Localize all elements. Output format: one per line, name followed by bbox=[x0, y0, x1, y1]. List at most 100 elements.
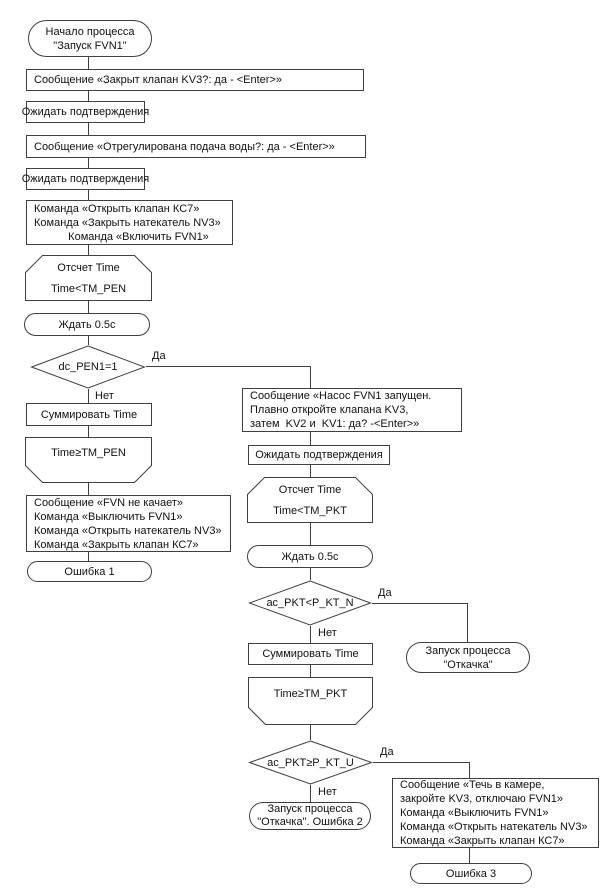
connector-line bbox=[88, 91, 89, 101]
connector-line bbox=[88, 552, 89, 561]
diamond-shape bbox=[248, 580, 372, 626]
node-text: Ожидать подтверждения bbox=[21, 106, 150, 118]
message-kv3-closed-box: Сообщение «Закрыт клапан KV3?: да - <Ent… bbox=[26, 69, 364, 91]
node-text: "Откачка" bbox=[443, 658, 493, 671]
node-text: Отсчет Time bbox=[278, 483, 342, 496]
node-text: Команда «Закрыть клапан КС7» bbox=[34, 538, 199, 551]
connector-line bbox=[469, 848, 470, 863]
connector-line bbox=[310, 665, 311, 677]
wait-confirmation-box-1: Ожидать подтверждения bbox=[22, 101, 149, 123]
node-text: Плавно откройте клапана KV3, bbox=[250, 404, 409, 416]
connector-line bbox=[88, 57, 89, 69]
node-text: Суммировать Time bbox=[262, 648, 359, 660]
message-pump-started-box: Сообщение «Насос FVN1 запущен. Плавно от… bbox=[242, 388, 462, 432]
connector-line bbox=[310, 465, 311, 477]
wait-confirmation-box-3: Ожидать подтверждения bbox=[248, 445, 390, 465]
node-text: Ждать 0.5с bbox=[281, 550, 339, 563]
loop-begin-pen: Отсчет Time Time<TM_PEN bbox=[25, 255, 152, 301]
node-text: Ожидать подтверждения bbox=[21, 173, 150, 185]
node-text: Ошибка 1 bbox=[64, 565, 115, 578]
node-text: Команда «Открыть натекатель NV3» bbox=[34, 524, 222, 537]
error3-terminator: Ошибка 3 bbox=[410, 863, 532, 884]
edge-label-yes: Да bbox=[379, 746, 395, 758]
node-text: Time≥TM_PEN bbox=[51, 447, 126, 459]
node-text: Команда «Закрыть клапан КС7» bbox=[400, 835, 565, 847]
edge-label-no: Нет bbox=[94, 390, 115, 402]
decision-ac-pkt-n: ac_PKT<P_KT_N bbox=[248, 580, 372, 626]
connector-line bbox=[310, 523, 311, 545]
loop-begin-shape bbox=[247, 477, 373, 523]
decision-dc-pen1: dc_PEN1=1 bbox=[30, 345, 146, 389]
decision-ac-pkt-u: ac_PKT≥P_KT_U bbox=[248, 740, 373, 785]
node-text: Сообщение «Течь в камере, bbox=[400, 779, 545, 791]
loop-end-shape bbox=[25, 437, 152, 483]
node-text: Time≥TM_PKT bbox=[273, 687, 348, 700]
error1-commands-box: Сообщение «FVN не качает» Команда «Выклю… bbox=[26, 495, 231, 552]
connector-line bbox=[88, 123, 89, 135]
loop-end-pkt: Time≥TM_PKT bbox=[248, 677, 373, 725]
pumpdown-process-terminator: Запуск процесса "Откачка" bbox=[406, 642, 530, 673]
connector-line bbox=[88, 245, 89, 255]
connector-line bbox=[310, 785, 311, 802]
loop-begin-pkt: Отсчет Time Time<TM_PKT bbox=[247, 477, 373, 523]
node-text: dc_PEN1=1 bbox=[58, 361, 118, 373]
wait-half-second-2: Ждать 0.5с bbox=[247, 545, 373, 568]
connector-line bbox=[310, 725, 311, 740]
node-text: Команда «Закрыть натекатель NV3» bbox=[34, 216, 221, 229]
connector-line bbox=[88, 301, 89, 313]
edge-label-no: Нет bbox=[317, 786, 338, 798]
loop-end-shape bbox=[248, 677, 373, 725]
connector-line-yes bbox=[469, 762, 470, 778]
connector-line-yes bbox=[373, 762, 470, 763]
node-text: Сообщение «Отрегулирована подача воды?: … bbox=[34, 140, 335, 153]
sum-time-box-1: Суммировать Time bbox=[26, 403, 152, 426]
connector-line bbox=[88, 336, 89, 345]
connector-line bbox=[310, 626, 311, 643]
connector-line bbox=[310, 568, 311, 580]
connector-line-yes bbox=[467, 603, 468, 642]
edge-label-yes: Да bbox=[151, 350, 167, 362]
node-text: "Запуск FVN1" bbox=[53, 39, 127, 52]
node-text: закройте KV3, отключаю FVN1» bbox=[400, 793, 564, 805]
node-text: "Откачка". Ошибка 2 bbox=[257, 816, 363, 828]
node-text: Команда «Выключить FVN1» bbox=[34, 510, 183, 523]
node-text: Ожидать подтверждения bbox=[255, 449, 383, 461]
leak-commands-box: Сообщение «Течь в камере, закройте KV3, … bbox=[392, 778, 599, 848]
node-text: Команда «Выключить FVN1» bbox=[400, 807, 549, 819]
node-text: ac_PKT≥P_KT_U bbox=[267, 756, 354, 769]
connector-line bbox=[88, 190, 89, 200]
start-terminator: Начало процесса "Запуск FVN1" bbox=[28, 20, 152, 57]
connector-line-yes bbox=[310, 366, 311, 388]
node-text: Time<TM_PKT bbox=[273, 504, 347, 517]
node-text: Команда «Открыть натекатель NV3» bbox=[400, 821, 588, 833]
diamond-shape bbox=[30, 345, 146, 389]
loop-begin-shape bbox=[25, 255, 152, 301]
error2-terminator: Запуск процесса "Откачка". Ошибка 2 bbox=[249, 802, 371, 830]
node-text: Запуск процесса bbox=[425, 644, 511, 657]
edge-label-yes: Да bbox=[377, 587, 393, 599]
edge-label-no: Нет bbox=[317, 627, 338, 639]
sum-time-box-2: Суммировать Time bbox=[248, 643, 373, 665]
diamond-shape bbox=[248, 740, 373, 785]
node-text: Сообщение «FVN не качает» bbox=[34, 496, 184, 509]
connector-line bbox=[88, 426, 89, 437]
node-text: ac_PKT<P_KT_N bbox=[266, 597, 354, 609]
node-text: Суммировать Time bbox=[40, 408, 138, 421]
wait-half-second-1: Ждать 0.5с bbox=[24, 313, 150, 336]
node-text: Ждать 0.5с bbox=[58, 318, 116, 331]
connector-line-yes bbox=[372, 603, 468, 604]
node-text: Запуск процесса bbox=[267, 803, 353, 815]
error1-terminator: Ошибка 1 bbox=[27, 561, 152, 582]
start-commands-box: Команда «Открыть клапан КС7» Команда «За… bbox=[26, 200, 233, 245]
node-text: Ошибка 3 bbox=[445, 867, 497, 880]
connector-line bbox=[88, 158, 89, 168]
connector-line bbox=[310, 432, 311, 445]
connector-line bbox=[88, 483, 89, 495]
connector-line-yes bbox=[146, 366, 311, 367]
node-text: Time<TM_PEN bbox=[50, 282, 127, 295]
wait-confirmation-box-2: Ожидать подтверждения bbox=[22, 168, 149, 190]
node-text: Начало процесса bbox=[45, 25, 135, 38]
node-text: Сообщение «Насос FVN1 запущен. bbox=[250, 390, 432, 402]
message-water-adjusted-box: Сообщение «Отрегулирована подача воды?: … bbox=[26, 135, 366, 158]
